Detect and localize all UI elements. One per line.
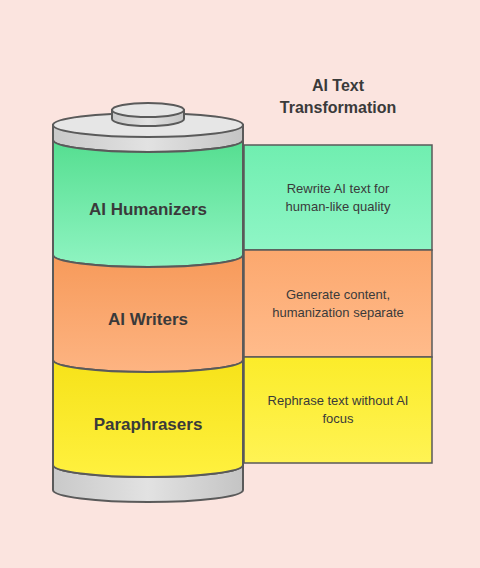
battery-cap-face [112, 103, 184, 117]
shape-outline [53, 360, 243, 477]
battery-band: AI Humanizers [53, 140, 243, 267]
battery-band: AI Writers [53, 255, 243, 372]
shape-outline [244, 145, 432, 250]
diagram-title: AI Text Transformation [258, 75, 418, 118]
box-shape [244, 145, 432, 250]
shape-outline [53, 140, 243, 267]
description-box: Rephrase text without AI focus [244, 357, 432, 463]
shape-outline [244, 357, 432, 463]
box-shape [244, 250, 432, 357]
band-label: AI Humanizers [89, 200, 207, 220]
description-text: Rephrase text without AI focus [266, 392, 410, 427]
shape-outline [244, 250, 432, 357]
shape-outline [53, 255, 243, 372]
description-box: Rewrite AI text for human-like quality [244, 145, 432, 250]
band-label: Paraphrasers [94, 415, 203, 435]
description-text: Rewrite AI text for human-like quality [266, 180, 410, 215]
band-label: AI Writers [108, 310, 188, 330]
description-text: Generate content, humanization separate [266, 286, 410, 321]
description-box: Generate content, humanization separate [244, 250, 432, 357]
battery-band: Paraphrasers [53, 360, 243, 477]
box-shape [244, 357, 432, 463]
